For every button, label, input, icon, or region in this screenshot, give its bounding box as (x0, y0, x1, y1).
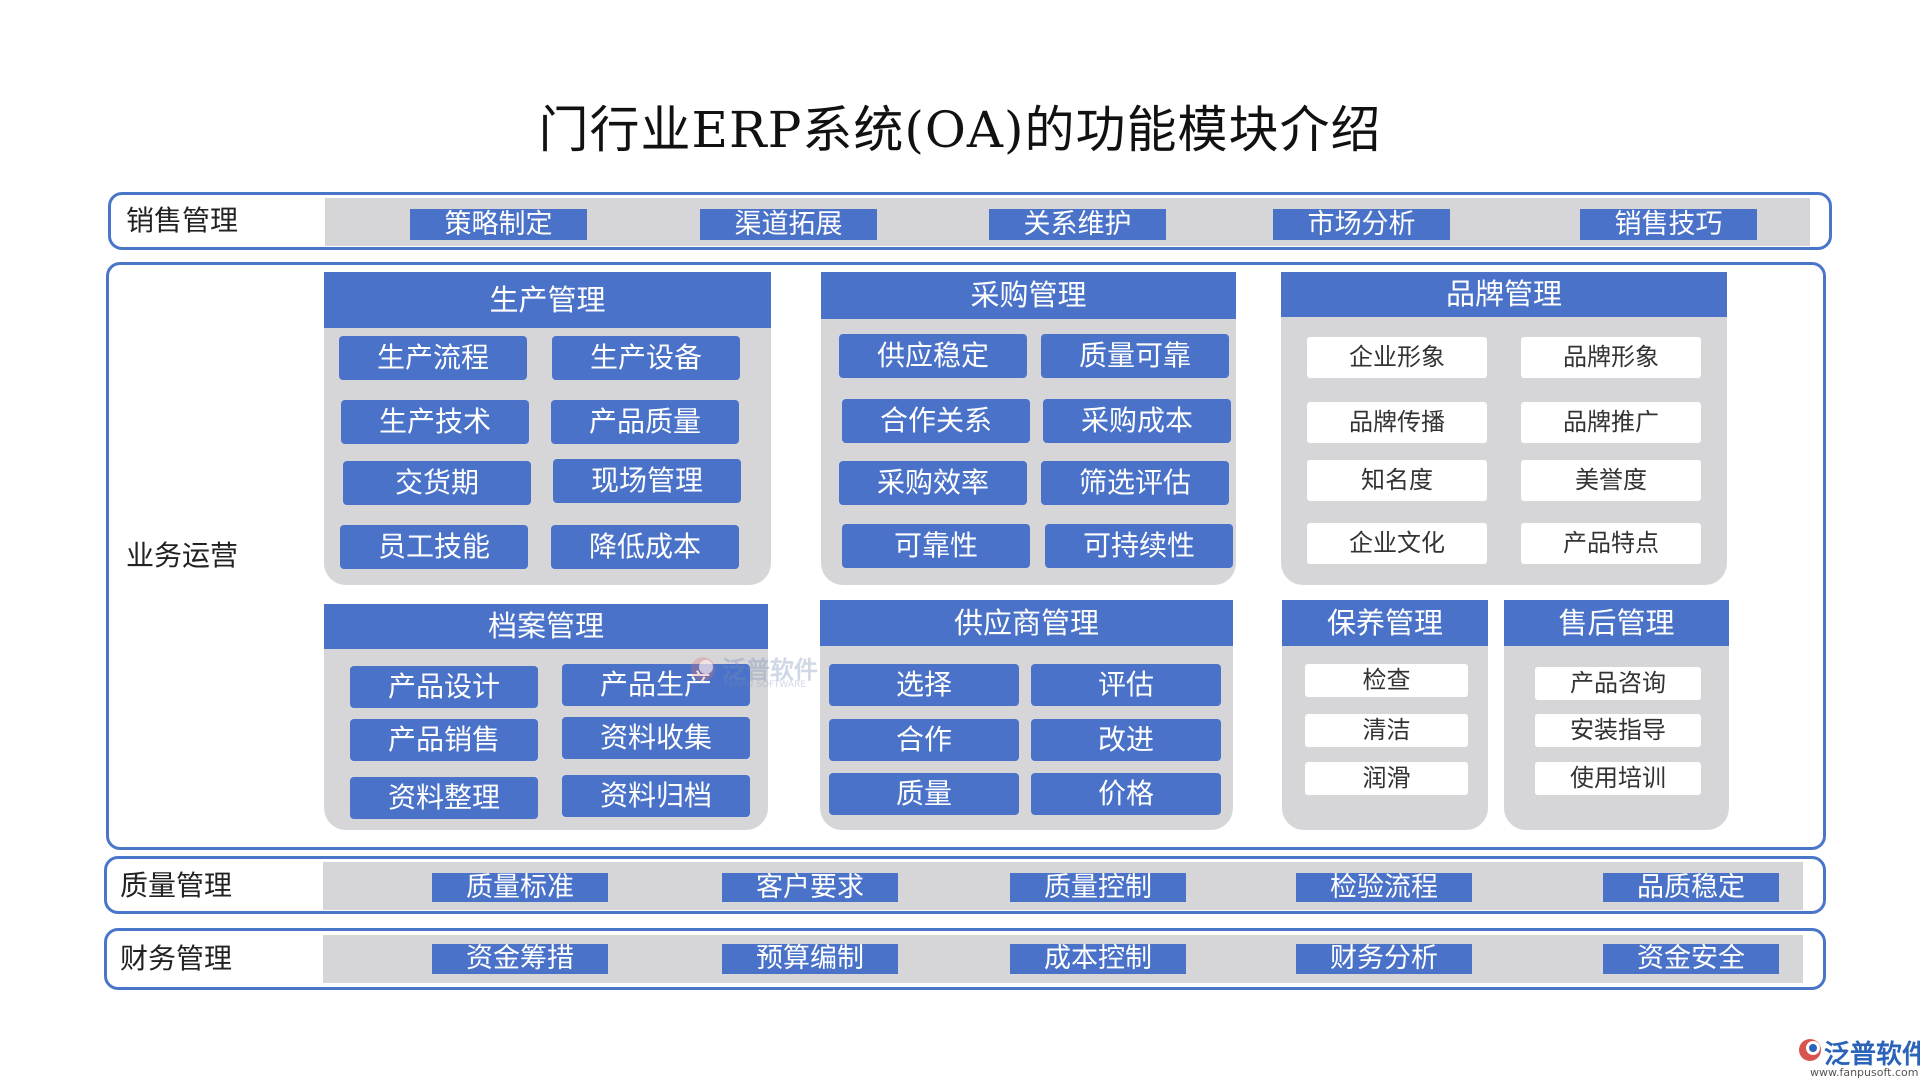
brand-item-culture[interactable]: 企业文化 (1307, 523, 1487, 564)
maintenance-item-inspect[interactable]: 检查 (1305, 664, 1468, 697)
supplier-item-cooperate[interactable]: 合作 (829, 719, 1019, 761)
finance-row-label: 财务管理 (120, 942, 233, 975)
sales-item-relation[interactable]: 关系维护 (989, 209, 1166, 240)
supplier-item-quality[interactable]: 质量 (829, 773, 1019, 815)
sales-item-strategy[interactable]: 策略制定 (410, 209, 587, 240)
quality-item-inspection[interactable]: 检验流程 (1296, 873, 1472, 902)
finance-item-budget[interactable]: 预算编制 (722, 944, 898, 974)
production-item-cost[interactable]: 降低成本 (551, 525, 739, 569)
aftersales-title: 售后管理 (1504, 600, 1729, 646)
purchase-item-cost[interactable]: 采购成本 (1043, 399, 1231, 443)
brand-item-communication[interactable]: 品牌传播 (1307, 402, 1487, 443)
supplier-item-evaluate[interactable]: 评估 (1031, 664, 1221, 706)
brand-item-reputation[interactable]: 美誉度 (1521, 460, 1701, 501)
brand-item-brand-image[interactable]: 品牌形象 (1521, 337, 1701, 378)
brand-item-corporate-image[interactable]: 企业形象 (1307, 337, 1487, 378)
production-item-quality[interactable]: 产品质量 (551, 400, 739, 444)
aftersales-item-consult[interactable]: 产品咨询 (1535, 667, 1701, 700)
finance-item-cost-control[interactable]: 成本控制 (1010, 944, 1186, 974)
finance-item-fundraising[interactable]: 资金筹措 (432, 944, 608, 974)
archive-title: 档案管理 (324, 604, 768, 649)
purchase-item-efficiency[interactable]: 采购效率 (839, 461, 1027, 505)
sales-item-market[interactable]: 市场分析 (1273, 209, 1450, 240)
purchase-item-sustainability[interactable]: 可持续性 (1045, 524, 1233, 568)
brand-title: 品牌管理 (1281, 272, 1727, 317)
logo-text: 泛普软件 (1824, 1040, 1920, 1070)
archive-item-collection[interactable]: 资料收集 (562, 717, 750, 759)
purchase-item-cooperation[interactable]: 合作关系 (842, 399, 1030, 443)
brand-logo: 泛普软件 www.fanpusoft.com (1796, 1034, 1920, 1080)
watermark: 泛普软件 FANPU SOFTWARE (688, 650, 848, 696)
finance-item-security[interactable]: 资金安全 (1603, 944, 1779, 974)
purchase-title: 采购管理 (821, 272, 1236, 319)
quality-item-standard[interactable]: 质量标准 (432, 873, 608, 902)
supplier-item-improve[interactable]: 改进 (1031, 719, 1221, 761)
watermark-subtext: FANPU SOFTWARE (724, 680, 806, 690)
archive-item-filing[interactable]: 资料归档 (562, 775, 750, 817)
page-title: 门行业ERP系统(OA)的功能模块介绍 (538, 101, 1382, 159)
quality-item-control[interactable]: 质量控制 (1010, 873, 1186, 902)
sales-item-skill[interactable]: 销售技巧 (1580, 209, 1757, 240)
watermark-logo-icon (691, 657, 715, 681)
watermark-text: 泛普软件 (722, 656, 818, 684)
production-item-delivery[interactable]: 交货期 (343, 461, 531, 505)
supplier-title: 供应商管理 (820, 600, 1233, 646)
brand-item-features[interactable]: 产品特点 (1521, 523, 1701, 564)
archive-item-organize[interactable]: 资料整理 (350, 777, 538, 819)
production-item-site[interactable]: 现场管理 (553, 459, 741, 503)
aftersales-item-training[interactable]: 使用培训 (1535, 762, 1701, 795)
sales-row-label: 销售管理 (126, 204, 239, 237)
archive-item-production[interactable]: 产品生产 (562, 664, 750, 706)
aftersales-item-install[interactable]: 安装指导 (1535, 714, 1701, 747)
production-item-technology[interactable]: 生产技术 (341, 400, 529, 444)
purchase-item-reliability[interactable]: 可靠性 (842, 524, 1030, 568)
quality-item-customer[interactable]: 客户要求 (722, 873, 898, 902)
finance-item-analysis[interactable]: 财务分析 (1296, 944, 1472, 974)
archive-item-design[interactable]: 产品设计 (350, 666, 538, 708)
production-item-flow[interactable]: 生产流程 (339, 336, 527, 380)
purchase-item-reliable-quality[interactable]: 质量可靠 (1041, 334, 1229, 378)
brand-item-promotion[interactable]: 品牌推广 (1521, 402, 1701, 443)
fanpu-logo-icon (1799, 1039, 1821, 1061)
maintenance-title: 保养管理 (1282, 600, 1488, 646)
supplier-item-select[interactable]: 选择 (829, 664, 1019, 706)
production-title: 生产管理 (324, 272, 771, 328)
supplier-item-price[interactable]: 价格 (1031, 773, 1221, 815)
business-block-label: 业务运营 (126, 539, 239, 572)
production-item-equipment[interactable]: 生产设备 (552, 336, 740, 380)
maintenance-item-clean[interactable]: 清洁 (1305, 714, 1468, 747)
quality-item-stable[interactable]: 品质稳定 (1603, 873, 1779, 902)
maintenance-item-lubricate[interactable]: 润滑 (1305, 762, 1468, 795)
sales-item-channel[interactable]: 渠道拓展 (700, 209, 877, 240)
purchase-item-stable[interactable]: 供应稳定 (839, 334, 1027, 378)
archive-item-sales[interactable]: 产品销售 (350, 719, 538, 761)
purchase-item-screening[interactable]: 筛选评估 (1041, 461, 1229, 505)
quality-row-label: 质量管理 (120, 869, 233, 902)
logo-url: www.fanpusoft.com (1810, 1066, 1919, 1079)
brand-item-awareness[interactable]: 知名度 (1307, 460, 1487, 501)
production-item-skill[interactable]: 员工技能 (340, 525, 528, 569)
